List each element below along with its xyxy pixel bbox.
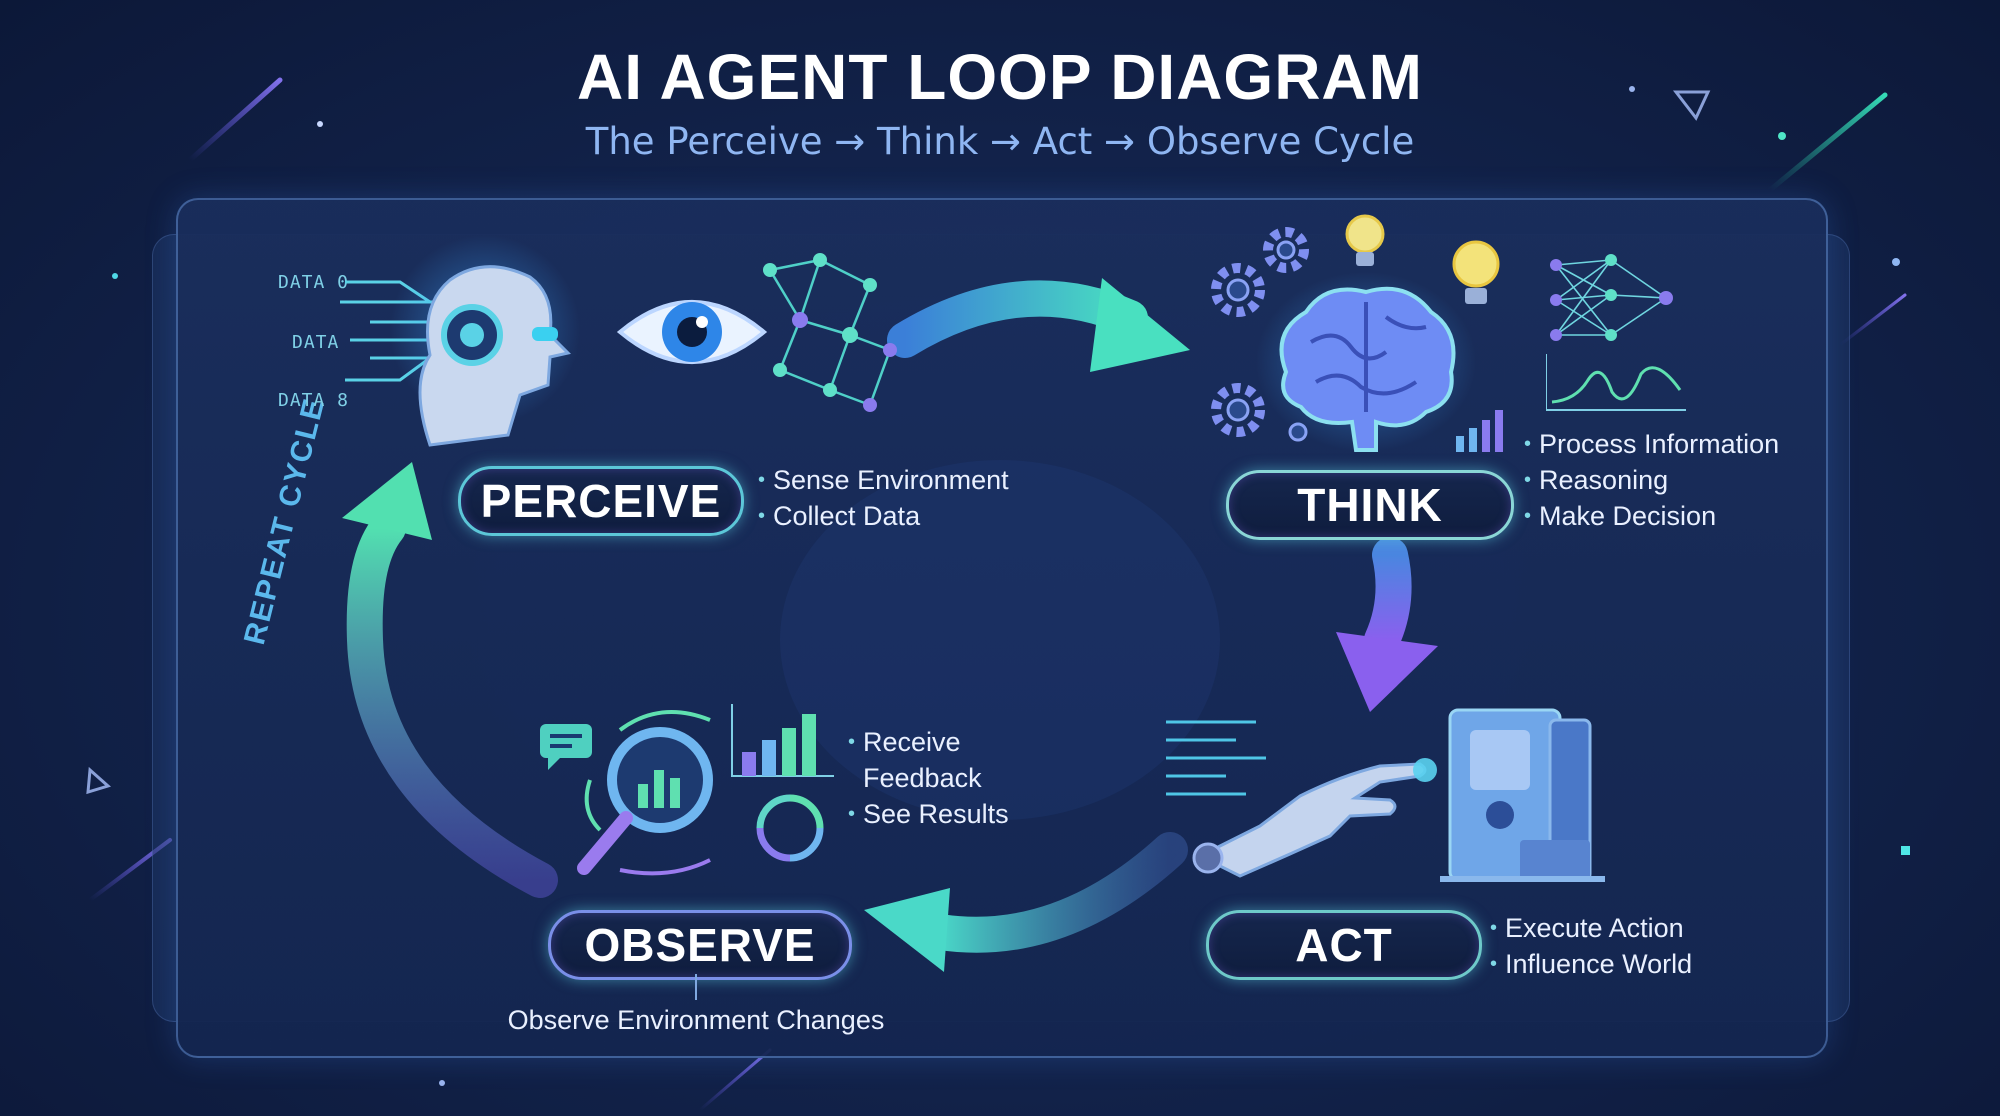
arrow-think-to-act <box>1364 537 1412 658</box>
brain-icon <box>1256 272 1476 452</box>
data-input-label: DATA <box>292 332 340 353</box>
bullet-item: Make Decision <box>1539 501 1717 531</box>
gear-icon <box>1211 227 1309 442</box>
bullet-item: Execute Action <box>1505 913 1684 943</box>
stage-perceive-label: PERCEIVE <box>458 466 744 536</box>
refresh-cycle-icon <box>756 794 824 862</box>
stage-act-label: ACT <box>1206 910 1482 980</box>
arrow-act-to-observe <box>922 832 1188 953</box>
bullet-item: Influence World <box>1505 949 1693 979</box>
data-input-label: DATA 8 <box>278 390 350 411</box>
observe-bullets: •Receive Feedback •See Results <box>848 724 1048 832</box>
arrow-head-right <box>1336 632 1438 712</box>
magnifier-icon <box>577 710 713 876</box>
robot-hand-icon <box>1192 758 1437 878</box>
chat-icon <box>540 724 592 770</box>
chart-icon <box>1546 354 1686 411</box>
lightbulb-icon <box>1452 240 1500 304</box>
arrow-observe-to-perceive <box>346 510 558 898</box>
bullet-item: See Results <box>863 799 1009 829</box>
bullet-item: Collect Data <box>773 501 921 531</box>
neural-net-icon <box>1550 254 1673 341</box>
robot-head-icon <box>390 235 580 447</box>
arrow-head-top <box>1090 278 1190 372</box>
perceive-bullets: •Sense Environment •Collect Data <box>758 462 1009 534</box>
observe-caption: Observe Environment Changes <box>507 1005 885 1035</box>
bullet-item: Reasoning <box>1539 465 1669 495</box>
act-bullets: •Execute Action •Influence World <box>1490 910 1692 982</box>
stage-observe-label: OBSERVE <box>548 910 852 980</box>
server-icon <box>1440 708 1605 882</box>
arrow-head-left <box>342 462 432 540</box>
center-watermark <box>780 460 1220 820</box>
bar-chart-icon <box>731 704 834 777</box>
stage-think-label: THINK <box>1226 470 1514 540</box>
page-subtitle: The Perceive → Think → Act → Observe Cyc… <box>585 120 1415 163</box>
network-icon <box>763 253 897 412</box>
data-input-label: DATA 0 <box>278 272 350 293</box>
page-title: AI AGENT LOOP DIAGRAM <box>577 41 1423 113</box>
lightbulb-icon <box>1345 214 1385 266</box>
eye-icon <box>616 300 768 364</box>
bullet-item: Process Information <box>1539 429 1780 459</box>
bar-chart-icon <box>1456 410 1503 452</box>
arrow-head-bottom <box>864 888 950 972</box>
bullet-item: Sense Environment <box>773 465 1009 495</box>
code-lines-icon <box>1166 720 1266 796</box>
caption-connector <box>695 974 697 1000</box>
think-bullets: •Process Information •Reasoning •Make De… <box>1524 426 1779 534</box>
bullet-item: Receive Feedback <box>863 727 982 793</box>
